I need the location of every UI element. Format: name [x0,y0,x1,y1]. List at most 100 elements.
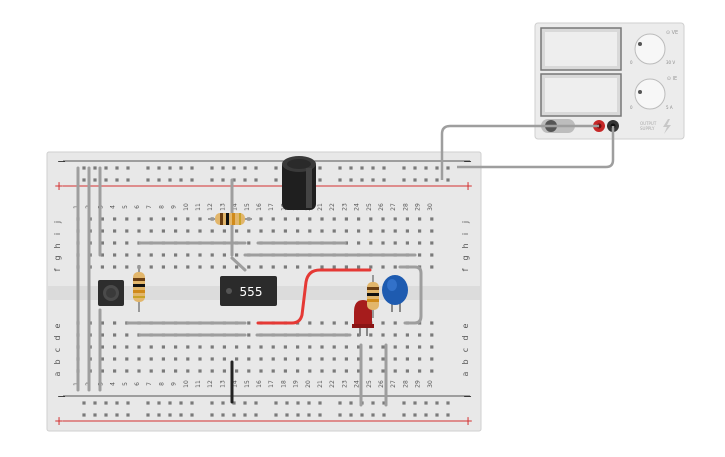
hole[interactable] [235,229,239,233]
hole[interactable] [424,413,428,417]
hole[interactable] [113,321,117,325]
hole[interactable] [318,166,322,170]
hole[interactable] [157,178,161,182]
hole[interactable] [186,265,190,269]
hole[interactable] [232,178,236,182]
hole[interactable] [393,217,397,221]
hole[interactable] [344,357,348,361]
hole[interactable] [100,241,104,245]
hole[interactable] [174,253,178,257]
hole[interactable] [247,345,251,349]
hole[interactable] [82,178,86,182]
hole[interactable] [82,413,86,417]
hole[interactable] [104,401,108,405]
hole[interactable] [369,345,373,349]
hole[interactable] [296,265,300,269]
hole[interactable] [221,413,225,417]
hole[interactable] [274,166,278,170]
hole[interactable] [149,345,153,349]
hole[interactable] [186,217,190,221]
electrolytic-capacitor[interactable] [282,156,316,210]
hole[interactable] [418,229,422,233]
hole[interactable] [344,229,348,233]
hole[interactable] [381,333,385,337]
hole[interactable] [222,345,226,349]
hole[interactable] [82,166,86,170]
hole[interactable] [210,401,214,405]
hole[interactable] [381,345,385,349]
hole[interactable] [93,178,97,182]
hole[interactable] [247,333,251,337]
hole[interactable] [283,229,287,233]
hole[interactable] [161,369,165,373]
hole[interactable] [161,253,165,257]
hole[interactable] [210,265,214,269]
hole[interactable] [113,217,117,221]
hole[interactable] [360,166,364,170]
hole[interactable] [344,265,348,269]
hole[interactable] [418,369,422,373]
hole[interactable] [126,166,130,170]
hole[interactable] [283,265,287,269]
hole[interactable] [100,357,104,361]
hole[interactable] [418,217,422,221]
hole[interactable] [168,178,172,182]
hole[interactable] [371,413,375,417]
hole[interactable] [338,166,342,170]
hole[interactable] [149,229,153,233]
hole[interactable] [393,357,397,361]
hole[interactable] [104,413,108,417]
hole[interactable] [357,241,361,245]
hole[interactable] [381,265,385,269]
hole[interactable] [381,369,385,373]
hole[interactable] [430,333,434,337]
hole[interactable] [393,321,397,325]
hole[interactable] [296,413,300,417]
hole[interactable] [100,229,104,233]
hole[interactable] [418,253,422,257]
hole[interactable] [210,166,214,170]
hole[interactable] [446,401,450,405]
jumper-wire[interactable] [230,256,247,272]
hole[interactable] [446,413,450,417]
hole[interactable] [137,253,141,257]
hole[interactable] [125,333,129,337]
hole[interactable] [149,369,153,373]
hole[interactable] [360,413,364,417]
hole[interactable] [113,357,117,361]
hole[interactable] [186,229,190,233]
hole[interactable] [271,345,275,349]
jumper-wire[interactable] [398,265,423,325]
hole[interactable] [446,178,450,182]
hole[interactable] [308,265,312,269]
hole[interactable] [146,413,150,417]
hole[interactable] [332,357,336,361]
hole[interactable] [247,321,251,325]
hole[interactable] [357,345,361,349]
hole[interactable] [320,357,324,361]
hole[interactable] [125,265,129,269]
hole[interactable] [137,357,141,361]
hole[interactable] [174,265,178,269]
hole[interactable] [430,241,434,245]
hole[interactable] [137,369,141,373]
hole[interactable] [332,369,336,373]
hole[interactable] [100,321,104,325]
hole[interactable] [247,241,251,245]
resistor-r1[interactable] [133,265,145,312]
hole[interactable] [100,345,104,349]
hole[interactable] [247,265,251,269]
red-wire[interactable] [256,268,372,325]
hole[interactable] [149,265,153,269]
hole[interactable] [430,369,434,373]
hole[interactable] [210,253,214,257]
hole[interactable] [190,178,194,182]
hole[interactable] [254,166,258,170]
hole[interactable] [360,178,364,182]
hole[interactable] [371,166,375,170]
resistor-r3[interactable] [367,275,379,318]
hole[interactable] [221,178,225,182]
hole[interactable] [430,217,434,221]
hole[interactable] [424,401,428,405]
